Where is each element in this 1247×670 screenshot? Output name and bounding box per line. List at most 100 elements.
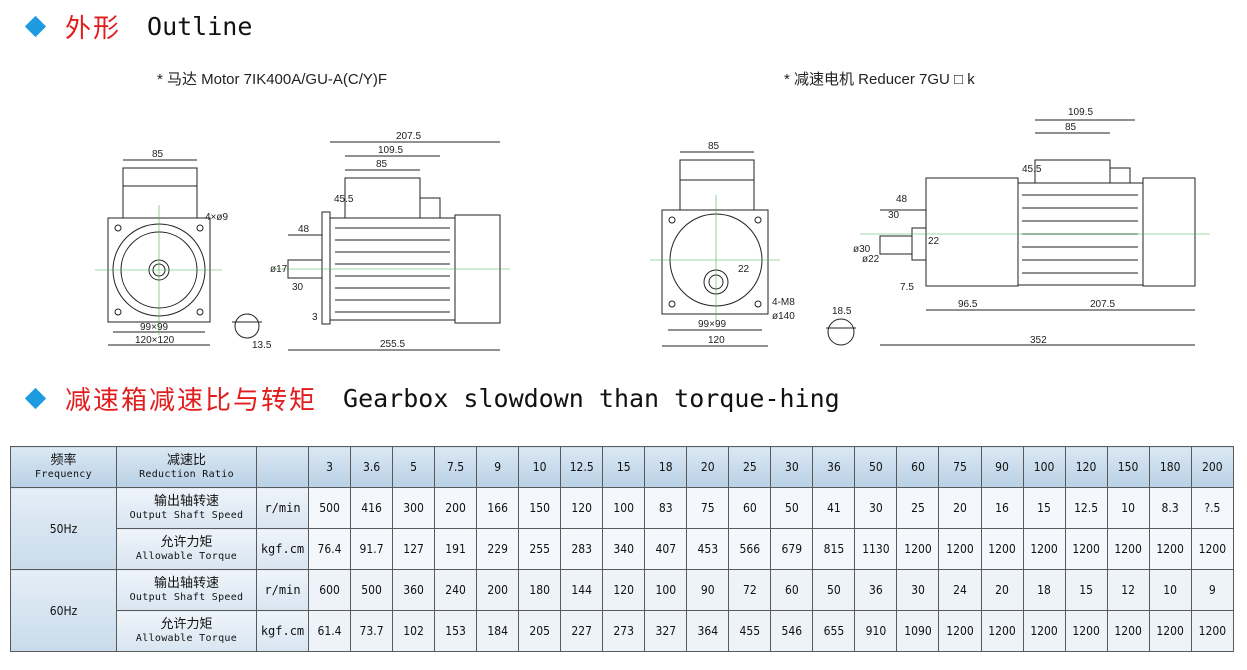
torque-60-cell: 910 xyxy=(854,610,898,652)
dim-text: ø140 xyxy=(772,311,795,322)
ratio-cell: 100 xyxy=(1022,446,1066,488)
torque-60-cell: 1200 xyxy=(1190,610,1235,652)
speed-50-cell: 15 xyxy=(1022,487,1066,529)
speed-50-cell: 41 xyxy=(812,487,856,529)
speed-50-cell: 416 xyxy=(350,487,394,529)
speed-50-cell: 200 xyxy=(434,487,478,529)
speed-60-cell: 36 xyxy=(854,569,898,611)
motor-side-view xyxy=(287,141,501,351)
speed-60-cell: 30 xyxy=(896,569,940,611)
dim-text: 96.5 xyxy=(958,299,978,310)
dim-text: 4-M8 xyxy=(772,297,795,308)
speed-60-cell: 60 xyxy=(770,569,814,611)
torque-label: 允许力矩 Allowable Torque xyxy=(116,528,257,570)
freq-header: 频率 Frequency xyxy=(10,446,117,488)
ratio-cell: 25 xyxy=(728,446,772,488)
dim-text: ø17 xyxy=(270,264,288,275)
speed-50-cell: 120 xyxy=(560,487,604,529)
ratio-cell: 10 xyxy=(518,446,562,488)
speed-unit: r/min xyxy=(256,487,309,529)
torque-60-cell: 1200 xyxy=(980,610,1024,652)
ratio-cell: 36 xyxy=(812,446,856,488)
dim-text: 352 xyxy=(1030,335,1047,346)
dim-text: 7.5 xyxy=(900,282,914,293)
torque-60-cell: 184 xyxy=(476,610,520,652)
torque-50-cell: 1200 xyxy=(1064,528,1108,570)
dim-text: 99×99 xyxy=(140,322,169,333)
outline-drawings: 85 4×ø9 99×99 120×120 207.5 109.5 85 45.… xyxy=(95,107,1210,351)
speed-60-cell: 360 xyxy=(392,569,436,611)
reducer-caption: * 减速电机 Reducer 7GU □ k xyxy=(784,71,975,88)
torque-60-cell: 1200 xyxy=(1022,610,1066,652)
motor-key-detail xyxy=(232,313,262,339)
speed-50-cell: 150 xyxy=(518,487,562,529)
dim-text: 85 xyxy=(376,159,388,170)
diamond-bullet-icon xyxy=(24,387,47,410)
torque-60-cell: 153 xyxy=(434,610,478,652)
dim-text: ø30 xyxy=(853,244,871,255)
reducer-key-detail xyxy=(826,318,856,346)
ratio-cell: 12.5 xyxy=(560,446,604,488)
dim-text: 18.5 xyxy=(832,306,852,317)
torque-50-cell: 453 xyxy=(686,528,730,570)
speed-60-cell: 50 xyxy=(812,569,856,611)
dim-text: 85 xyxy=(708,141,720,152)
torque-50-cell: 1200 xyxy=(1190,528,1235,570)
freq-60: 60Hz xyxy=(10,569,117,652)
ratio-cell: 20 xyxy=(686,446,730,488)
speed-60-cell: 100 xyxy=(644,569,688,611)
ratio-cell: 120 xyxy=(1064,446,1108,488)
dim-text: 30 xyxy=(292,282,304,293)
ratio-cell: 180 xyxy=(1148,446,1192,488)
dim-text: 120 xyxy=(708,335,725,346)
ratio-cell: 7.5 xyxy=(434,446,478,488)
reducer-side-view xyxy=(879,119,1196,346)
ratio-cell: 3 xyxy=(307,446,352,488)
ratio-cell: 3.6 xyxy=(350,446,394,488)
torque-60-cell: 1200 xyxy=(1064,610,1108,652)
dim-text: 4×ø9 xyxy=(205,212,229,223)
speed-50-cell: 16 xyxy=(980,487,1024,529)
section-outline-heading: 外形 Outline xyxy=(22,8,252,45)
unit-header xyxy=(256,446,309,488)
torque-60-cell: 1200 xyxy=(1148,610,1192,652)
speed-60-cell: 12 xyxy=(1106,569,1150,611)
dim-text: 22 xyxy=(928,236,940,247)
dim-text: 85 xyxy=(1065,122,1077,133)
torque-50-cell: 255 xyxy=(518,528,562,570)
speed-60-cell: 600 xyxy=(307,569,352,611)
speed-50-cell: ?.5 xyxy=(1190,487,1235,529)
torque-50-cell: 1200 xyxy=(1148,528,1192,570)
torque-60-cell: 455 xyxy=(728,610,772,652)
torque-50-cell: 1200 xyxy=(896,528,940,570)
speed-50-cell: 10 xyxy=(1106,487,1150,529)
ratio-cell: 50 xyxy=(854,446,898,488)
speed-50-cell: 30 xyxy=(854,487,898,529)
ratio-cell: 30 xyxy=(770,446,814,488)
speed-60-cell: 120 xyxy=(602,569,646,611)
torque-label: 允许力矩 Allowable Torque xyxy=(116,610,257,652)
torque-50-cell: 1130 xyxy=(854,528,898,570)
speed-50-cell: 8.3 xyxy=(1148,487,1192,529)
torque-50-cell: 1200 xyxy=(1106,528,1150,570)
dim-text: ø22 xyxy=(862,254,880,265)
torque-50-cell: 229 xyxy=(476,528,520,570)
speed-label: 输出轴转速 Output Shaft Speed xyxy=(116,487,257,529)
torque-60-cell: 1200 xyxy=(1106,610,1150,652)
ratio-cell: 150 xyxy=(1106,446,1150,488)
dim-text: 109.5 xyxy=(1068,107,1093,118)
torque-50-cell: 407 xyxy=(644,528,688,570)
speed-60-cell: 200 xyxy=(476,569,520,611)
speed-60-cell: 10 xyxy=(1148,569,1192,611)
speed-50-cell: 60 xyxy=(728,487,772,529)
dim-text: 85 xyxy=(152,149,164,160)
torque-50-cell: 679 xyxy=(770,528,814,570)
torque-50-cell: 1200 xyxy=(938,528,982,570)
torque-50-cell: 191 xyxy=(434,528,478,570)
torque-60-cell: 102 xyxy=(392,610,436,652)
speed-60-cell: 15 xyxy=(1064,569,1108,611)
speed-50-cell: 20 xyxy=(938,487,982,529)
